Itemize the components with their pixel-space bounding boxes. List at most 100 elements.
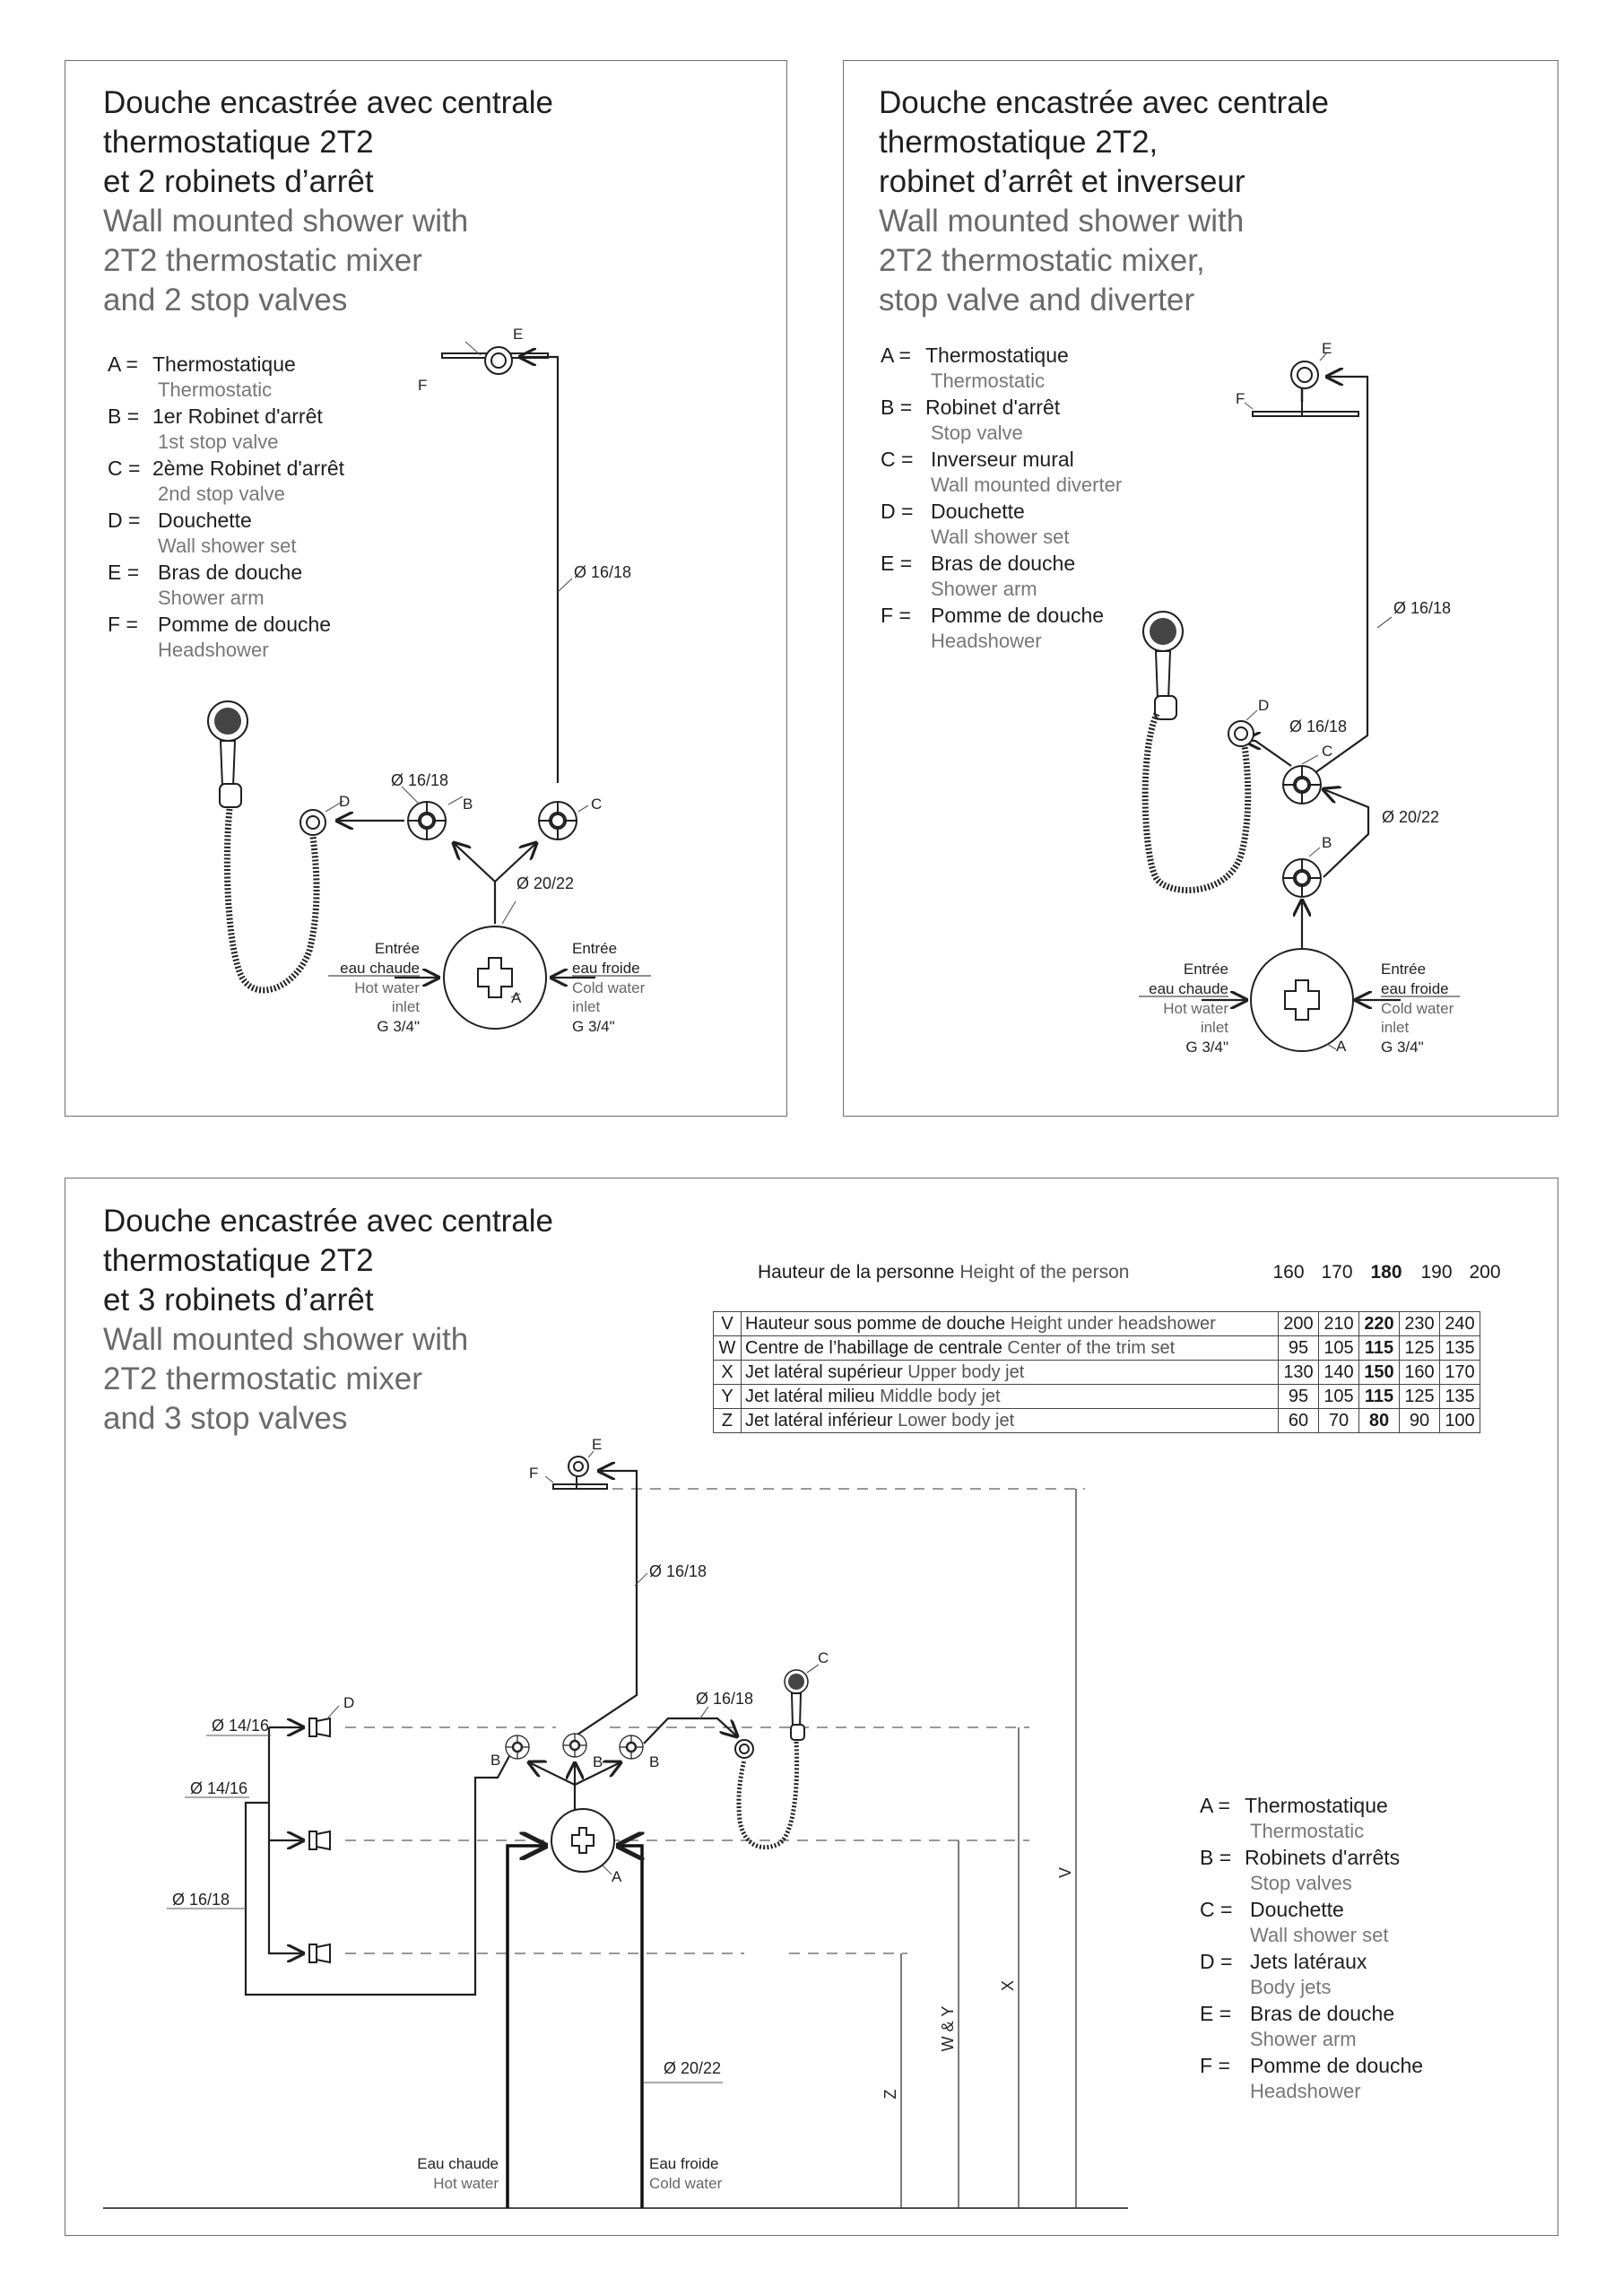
legend-key: F = — [881, 604, 911, 627]
table-description: Centre de l’habillage de centrale Center… — [741, 1335, 1279, 1361]
table-description: Jet latéral inférieur Lower body jet — [741, 1408, 1279, 1433]
label-e: E — [1322, 340, 1332, 357]
shower-arm — [484, 346, 513, 375]
cold-en1: Cold water — [1381, 1000, 1454, 1017]
panel3-title-en-line3: and 3 stop valves — [103, 1401, 348, 1436]
hot-g: G 3/4" — [377, 1018, 420, 1035]
table-desc-fr: Jet latéral supérieur — [745, 1362, 903, 1382]
legend-en: Headshower — [1250, 2080, 1361, 2102]
legend-fr: Robinets d'arrêts — [1245, 1846, 1401, 1869]
legend-en: 1st stop valve — [158, 430, 279, 453]
hot-inlet-label: Entrée eau chaude Hot water inlet G 3/4" — [340, 940, 420, 1035]
panel3-title-en-line2: 2T2 thermostatic mixer — [103, 1361, 422, 1396]
label-a: A — [511, 989, 522, 1006]
legend-en: Stop valves — [1250, 1872, 1352, 1894]
panel1-title-fr-line2: thermostatique 2T2 — [103, 125, 374, 160]
dim-pipe-mid: Ø 20/22 — [1382, 808, 1439, 826]
cold-g: G 3/4" — [1381, 1039, 1424, 1056]
legend-fr: 2ème Robinet d'arrêt — [152, 457, 345, 480]
table-cell: 220 — [1358, 1311, 1400, 1336]
body-jet-middle — [308, 1830, 331, 1851]
legend-fr: Bras de douche — [1250, 2002, 1395, 2025]
panel1-title-en-line2: 2T2 thermostatic mixer — [103, 243, 422, 278]
panel2-title-fr-line3: robinet d’arrêt et inverseur — [879, 164, 1245, 199]
hot-water-fr: Eau chaude — [417, 2155, 499, 2172]
table-desc-en: Upper body jet — [907, 1362, 1025, 1382]
person-fr: Hauteur de la personne — [758, 1262, 955, 1283]
label-b: B — [1322, 834, 1332, 851]
table-cell: 115 — [1358, 1384, 1400, 1409]
table-desc-fr: Jet latéral milieu — [745, 1387, 875, 1406]
label-e: E — [592, 1436, 602, 1453]
stop-valve-b-right — [619, 1735, 644, 1760]
table-key: V — [713, 1311, 742, 1336]
legend-fr: Thermostatique — [152, 352, 296, 376]
label-b-left: B — [490, 1752, 500, 1769]
hot-en1: Hot water — [1163, 1000, 1228, 1017]
table-cell: 210 — [1318, 1311, 1359, 1336]
hot-en2: inlet — [1201, 1019, 1228, 1036]
panel2-title-en-line2: 2T2 thermostatic mixer, — [879, 243, 1205, 278]
hot-fr1: Entrée — [1184, 961, 1228, 978]
legend-fr: 1er Robinet d'arrêt — [152, 404, 323, 428]
legend-fr: Pomme de douche — [1250, 2054, 1424, 2077]
table-cell: 90 — [1399, 1408, 1440, 1433]
dim-pipe-up: Ø 16/18 — [574, 563, 631, 581]
legend-en: Wall shower set — [158, 535, 297, 557]
axis-z: Z — [881, 2090, 899, 2100]
table-key: X — [713, 1360, 742, 1385]
panel3-title-fr-line3: et 3 robinets d’arrêt — [103, 1283, 374, 1318]
panel2-title-en-line3: stop valve and diverter — [879, 283, 1195, 317]
legend-key: C = — [108, 457, 141, 480]
cold-en1: Cold water — [572, 979, 646, 996]
table-description: Hauteur sous pomme de douche Height unde… — [741, 1311, 1279, 1336]
panel3-title-fr-line1: Douche encastrée avec centrale — [103, 1204, 553, 1239]
person-height-value: 190 — [1420, 1262, 1453, 1283]
legend-en: Thermostatic — [158, 378, 273, 401]
label-a: A — [1336, 1038, 1347, 1055]
cold-fr2: eau froide — [572, 960, 640, 977]
table-desc-en: Lower body jet — [898, 1411, 1015, 1431]
body-jet-bottom — [308, 1943, 331, 1964]
dim-pipe-d: Ø 16/18 — [1289, 718, 1347, 735]
person-height-row: Hauteur de la personne Height of the per… — [758, 1262, 1538, 1289]
cold-inlet-label: Entrée eau froide Cold water inlet G 3/4… — [1381, 961, 1454, 1056]
table-key: W — [713, 1335, 742, 1361]
legend-en: Headshower — [158, 639, 269, 661]
legend-fr: Douchette — [931, 500, 1025, 523]
table-cell: 95 — [1278, 1384, 1319, 1409]
legend-key: D = — [108, 509, 141, 532]
table-cell: 100 — [1439, 1408, 1480, 1433]
axis-v: V — [1056, 1867, 1074, 1878]
label-d: D — [343, 1694, 354, 1711]
legend-key: A = — [108, 352, 138, 376]
label-f: F — [1236, 390, 1245, 407]
table-desc-fr: Centre de l’habillage de centrale — [745, 1338, 1002, 1358]
legend-en: Wall mounted diverter — [931, 474, 1123, 496]
panel-stop-valve-diverter — [843, 60, 1558, 1117]
panel2-title: Douche encastrée avec centrale thermosta… — [879, 83, 1329, 320]
legend-fr: Douchette — [158, 509, 252, 532]
legend-key: B = — [108, 404, 140, 428]
table-cell: 230 — [1399, 1311, 1440, 1336]
hot-en1: Hot water — [354, 979, 420, 996]
dim-pipe-in: Ø 20/22 — [664, 2059, 721, 2077]
